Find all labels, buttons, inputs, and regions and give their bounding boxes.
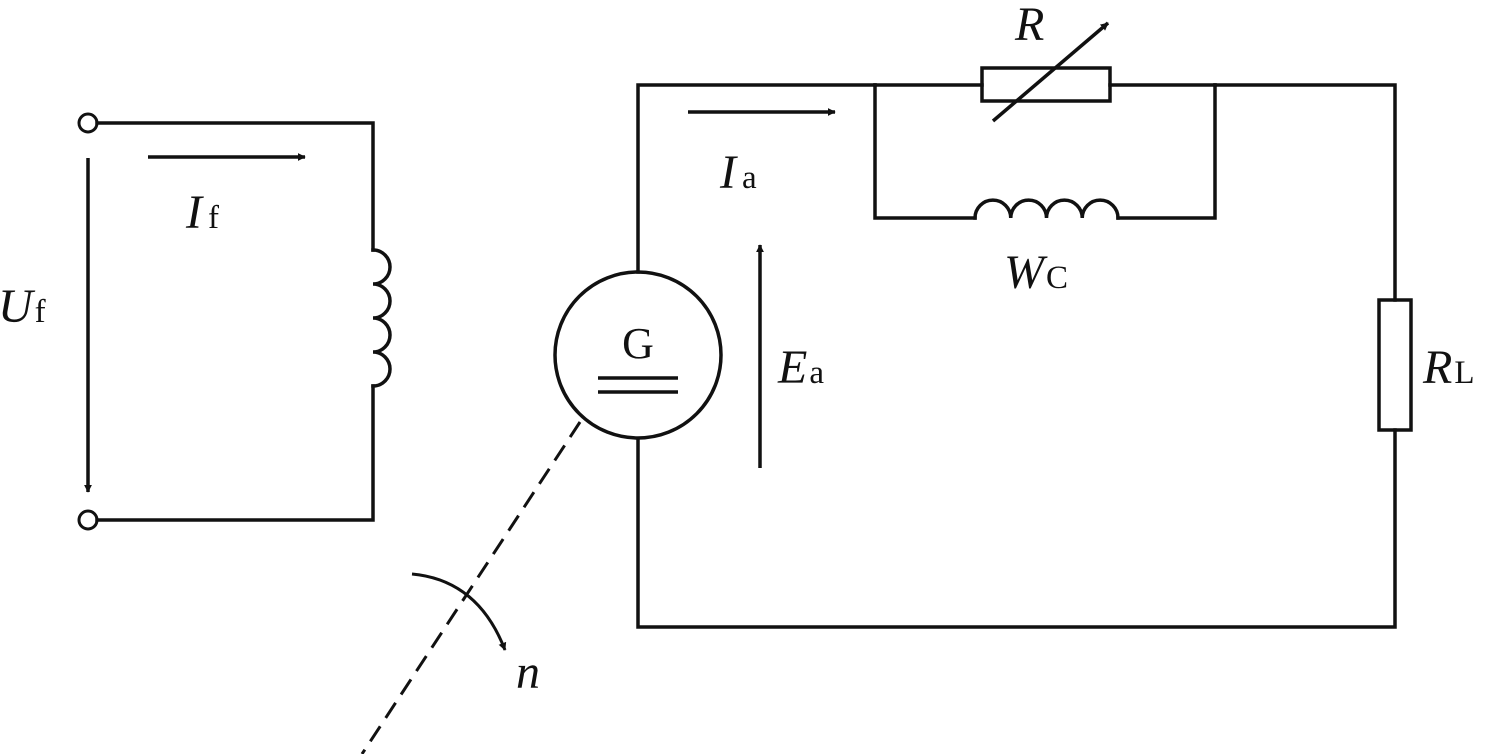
parallel-node-right [1116, 83, 1217, 220]
armature-wire-top [636, 83, 877, 274]
rotation-arrow [411, 572, 507, 651]
field-voltage-label: Uf [0, 280, 46, 333]
field-wire-bottom [95, 384, 375, 522]
parallel-node-left [873, 83, 977, 220]
emf-label: Ea [777, 341, 824, 394]
field-terminal-bottom [77, 509, 99, 531]
load-label: RL [1422, 341, 1475, 394]
armature-wire-right-top [1213, 83, 1397, 302]
field-winding [371, 248, 392, 388]
variable-resistor [980, 66, 1112, 103]
shaft: n [360, 421, 582, 754]
generator-label: G [622, 319, 654, 368]
load-resistor [1377, 298, 1413, 432]
field-wire-top [95, 121, 375, 252]
series-winding [973, 198, 1120, 220]
series-winding-label: WC [1004, 246, 1068, 299]
shaft-line [360, 421, 582, 754]
armature-wire-bottom [636, 428, 1397, 629]
speed-label: n [516, 646, 540, 699]
generator-body [553, 270, 723, 440]
field-terminal-top [77, 112, 99, 134]
variable-resistor-arrow [991, 21, 1110, 123]
generator: G [553, 270, 723, 440]
resistor-label: R [1014, 0, 1044, 51]
